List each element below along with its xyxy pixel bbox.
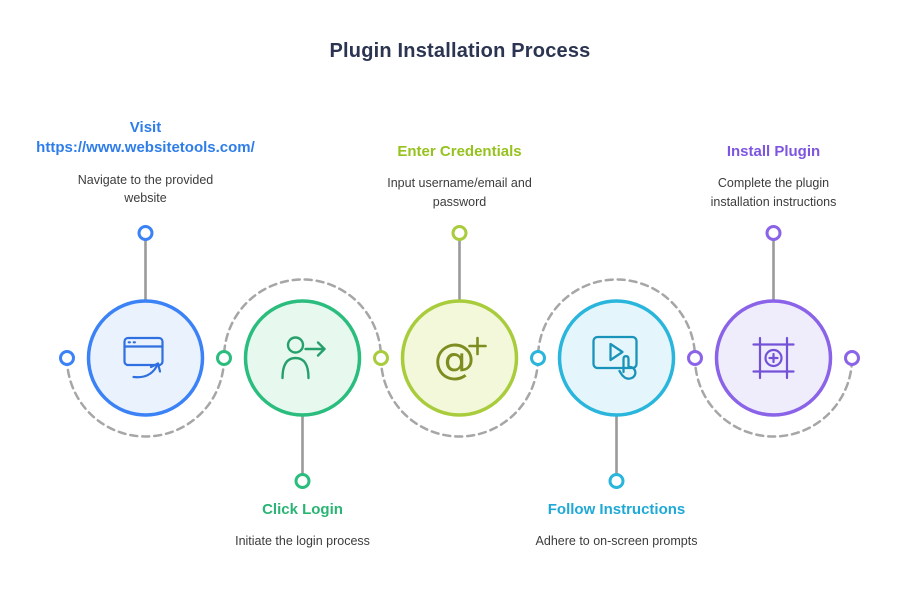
step-3-label: Enter Credentials Input username/email a…: [372, 142, 547, 212]
install-plugin-frame-icon: [752, 336, 795, 380]
wave-dot-end: [844, 350, 860, 366]
step-5-subtitle: Complete the plugin installation instruc…: [710, 176, 837, 209]
at-sign-plus-icon: @: [434, 334, 487, 383]
step-1-title-line-2: https://www.websitetools.com/: [36, 139, 255, 157]
wave-dot-3-4: [530, 350, 546, 366]
video-tutorial-tap-icon: [592, 335, 638, 380]
step-1-subtitle: Navigate to the provided website: [77, 172, 214, 206]
step-2-title: Click Login: [262, 501, 343, 518]
page-title: Plugin Installation Process: [329, 40, 591, 62]
step-2-label: Click Login Initiate the login process: [235, 500, 370, 551]
step-3-circle: [400, 299, 519, 417]
label-dot-step-4: [608, 473, 625, 489]
label-dot-step-5: [765, 225, 782, 241]
wave-dot-4-5: [687, 350, 703, 366]
step-5-label: Install Plugin Complete the plugin insta…: [700, 142, 847, 212]
step-1-circle: [86, 299, 205, 417]
step-1-label: Visit https://www.websitetools.com/ Navi…: [36, 118, 255, 208]
at-glyph: @: [434, 334, 476, 383]
step-5-title: Install Plugin: [726, 143, 821, 160]
step-4-circle: [557, 299, 676, 417]
wave-dot-start: [59, 350, 75, 366]
plus-glyph: [468, 336, 487, 356]
label-stems: [144, 238, 775, 476]
user-login-arrow-icon: [281, 336, 326, 380]
step-2-subtitle: Initiate the login process: [235, 534, 370, 549]
label-dot-step-1: [137, 225, 154, 241]
label-dot-step-2: [294, 473, 311, 489]
step-1-title-line-1: Visit: [129, 119, 162, 136]
wave-dot-1-2: [216, 350, 232, 366]
step-4-label: Follow Instructions Adhere to on-screen …: [536, 500, 698, 551]
step-4-subtitle: Adhere to on-screen prompts: [535, 534, 698, 549]
browser-window-arrow-icon: [123, 336, 164, 379]
step-4-title: Follow Instructions: [547, 501, 686, 518]
wave-dot-2-3: [373, 350, 389, 366]
label-dot-step-3: [451, 225, 468, 241]
step-3-title: Enter Credentials: [397, 143, 522, 160]
step-3-subtitle: Input username/email and password: [387, 176, 532, 209]
process-wave-path: [65, 278, 854, 438]
step-2-circle: [243, 299, 362, 417]
